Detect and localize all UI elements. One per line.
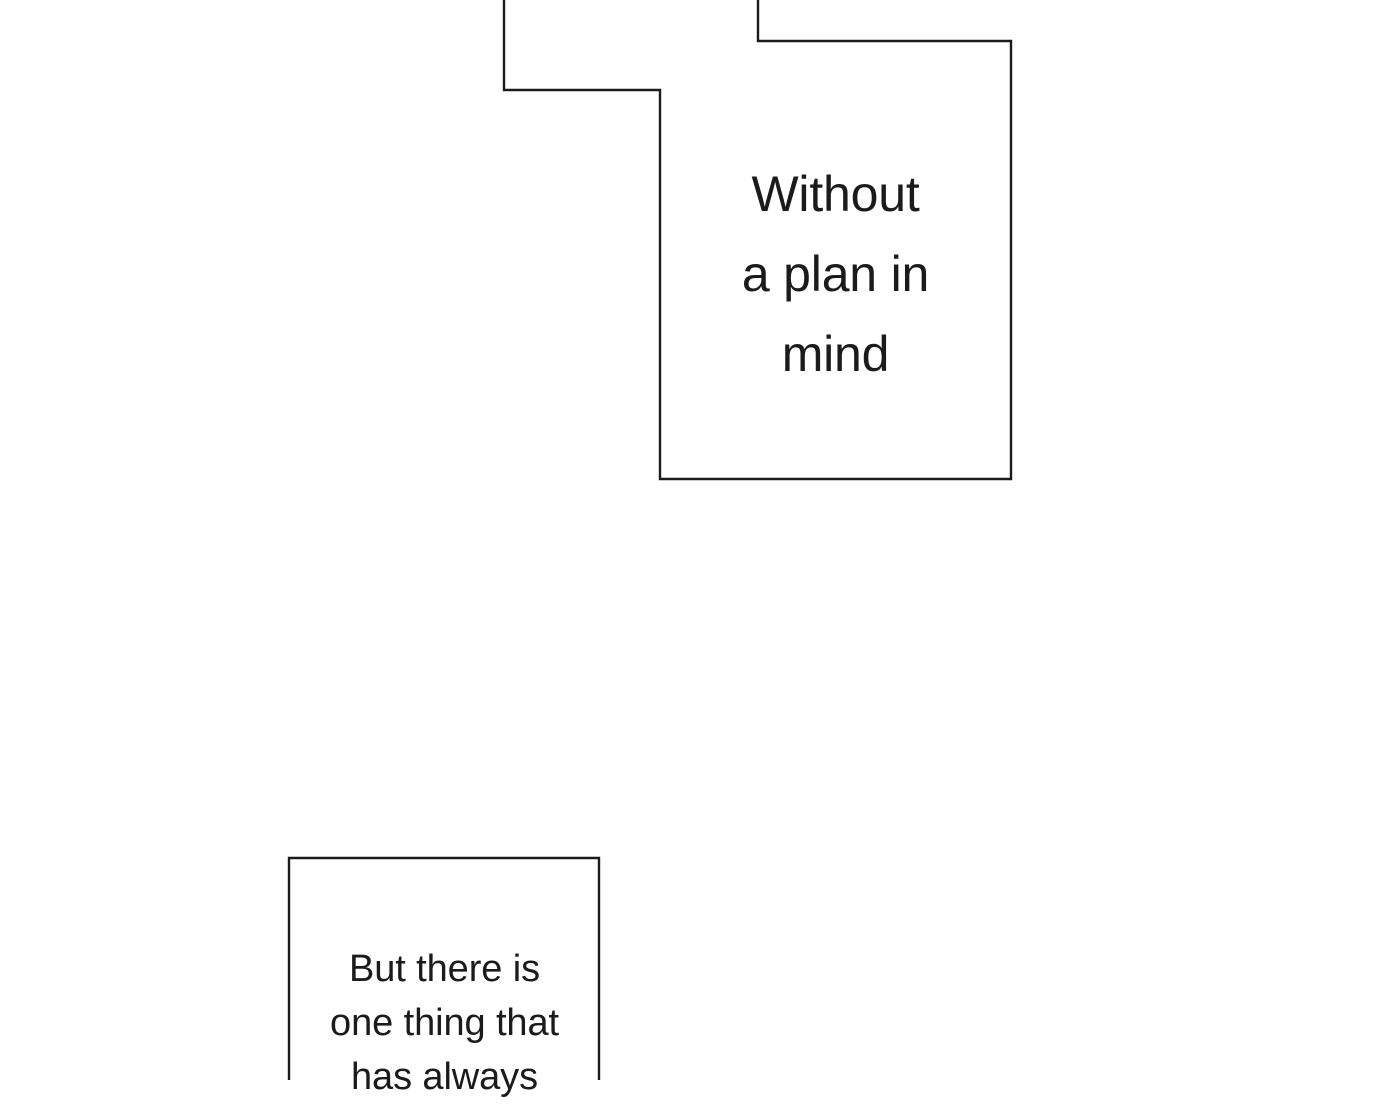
panel-b-line-3: has always <box>351 1056 538 1098</box>
storyboard-canvas: Without a plan in mind But there is one … <box>287 0 1013 1098</box>
panel-b-line-2: one thing that <box>330 1002 559 1044</box>
panel-a-line-1: Without <box>751 166 920 222</box>
panel-b-line-1: But there is <box>348 948 540 990</box>
panel-a-line-3: mind <box>781 326 890 382</box>
without-a-plan-panel-text: Without a plan in mind <box>661 44 1010 478</box>
one-thing-panel-text: But there is one thing that has always <box>290 859 599 1098</box>
panel-a-line-2: a plan in <box>741 246 930 302</box>
